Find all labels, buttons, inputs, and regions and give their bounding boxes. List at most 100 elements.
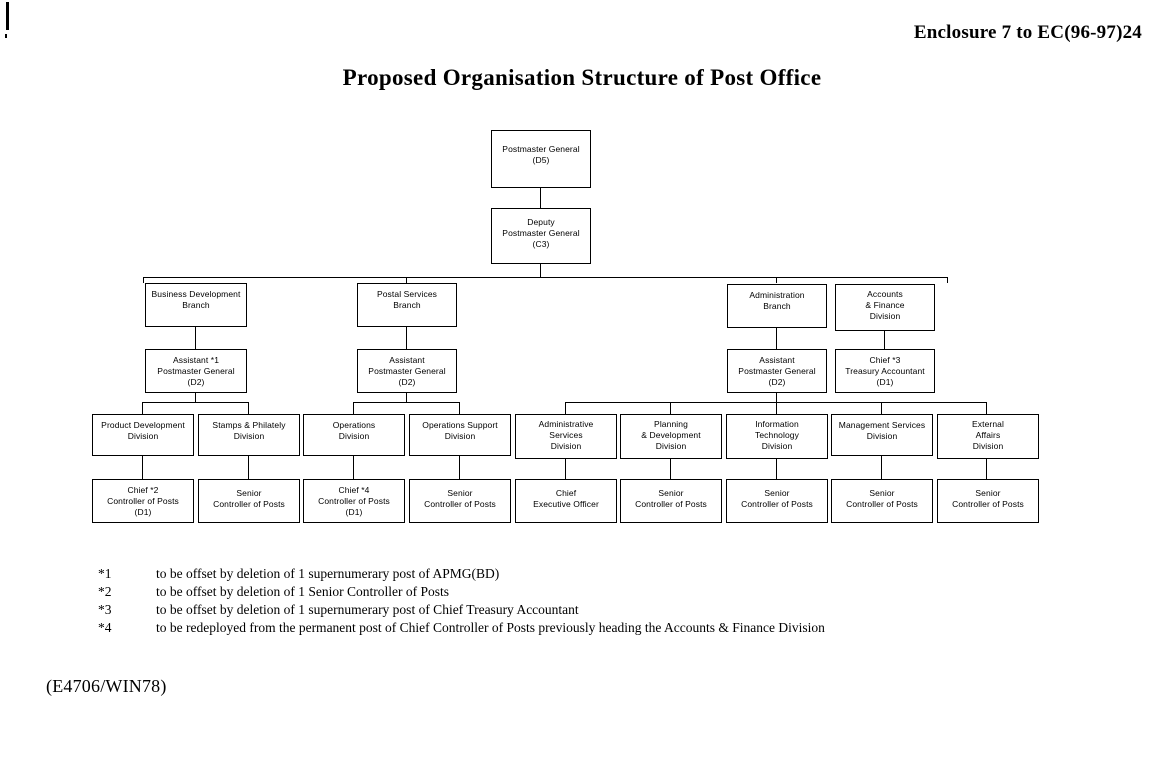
node-line: Deputy	[527, 217, 555, 227]
node-line: (D2)	[398, 377, 416, 387]
scan-artifact-secondary	[5, 34, 7, 38]
node-line: External	[972, 419, 1004, 429]
node-line: (D2)	[187, 377, 205, 387]
node-senior-controller-posts-2: Senior Controller of Posts	[409, 479, 511, 523]
node-postal-services-branch: Postal Services Branch	[357, 283, 457, 327]
connector-bus-administrative-services	[565, 402, 567, 414]
node-apmg-administration: Assistant Postmaster General (D2)	[727, 349, 827, 393]
connector-bus-administration	[776, 277, 778, 283]
node-chief-controller-posts-2: Chief *2 Controller of Posts (D1)	[92, 479, 194, 523]
node-line: (D2)	[768, 377, 786, 387]
node-line: (D1)	[876, 377, 894, 387]
node-line: Affairs	[975, 430, 1001, 440]
footnote-row: *1 to be offset by deletion of 1 supernu…	[98, 565, 1098, 583]
footnote-row: *3 to be offset by deletion of 1 supernu…	[98, 601, 1098, 619]
node-administration-branch: Administration Branch	[727, 284, 827, 328]
node-line: Branch	[763, 301, 791, 311]
connector-apmg-admin-bus	[776, 393, 778, 403]
connector-bus-management-services	[881, 402, 883, 414]
node-line: Postmaster General	[502, 144, 580, 154]
connector-bus-external-affairs	[986, 402, 988, 414]
node-line: (D1)	[134, 507, 152, 517]
connector-operations-support-post	[459, 456, 461, 479]
connector-apmg-ps-bus	[406, 393, 408, 403]
footnote-text: to be redeployed from the permanent post…	[156, 620, 825, 635]
connector-operations-post	[353, 456, 355, 479]
node-line: Treasury Accountant	[845, 366, 925, 376]
org-chart: Postmaster General (D5) Deputy Postmaste…	[92, 130, 1039, 523]
node-line: Executive Officer	[533, 499, 599, 509]
node-line: (C3)	[532, 239, 550, 249]
node-senior-controller-posts-6: Senior Controller of Posts	[937, 479, 1039, 523]
node-business-development-branch: Business Development Branch	[145, 283, 247, 327]
node-line: Postmaster General	[738, 366, 816, 376]
node-line: Division	[233, 431, 265, 441]
connector-bus-business-development	[143, 277, 145, 283]
node-line: Division	[972, 441, 1004, 451]
node-line: (D1)	[345, 507, 363, 517]
node-line: Product Development	[101, 420, 185, 430]
bus-bd-divisions	[142, 402, 249, 404]
node-line: Division	[127, 431, 159, 441]
node-postmaster-general: Postmaster General (D5)	[491, 130, 591, 188]
node-line: Postmaster General	[157, 366, 235, 376]
node-line: Controller of Posts	[952, 499, 1024, 509]
node-line: Chief *3	[869, 355, 901, 365]
node-senior-controller-posts-3: Senior Controller of Posts	[620, 479, 722, 523]
node-line: Chief *2	[127, 485, 159, 495]
connector-pmg-dpmg	[540, 188, 542, 208]
footnotes-list: *1 to be offset by deletion of 1 supernu…	[98, 565, 1098, 637]
node-line: Assistant	[759, 355, 795, 365]
connector-information-technology-post	[776, 459, 778, 479]
node-operations-division: Operations Division	[303, 414, 405, 456]
node-line: Chief *4	[338, 485, 370, 495]
connector-planning-development-post	[670, 459, 672, 479]
node-line: Senior	[236, 488, 262, 498]
bus-branch-level	[143, 277, 948, 279]
node-line: Management Services	[838, 420, 926, 430]
connector-bus-postal-services	[406, 277, 408, 283]
node-line: Division	[338, 431, 370, 441]
node-line: Senior	[447, 488, 473, 498]
connector-management-services-post	[881, 456, 883, 479]
node-line: Controller of Posts	[107, 496, 179, 506]
node-line: Services	[549, 430, 583, 440]
page-title: Proposed Organisation Structure of Post …	[342, 65, 822, 90]
connector-apmg-bd-bus	[195, 393, 197, 403]
node-line: Information	[755, 419, 799, 429]
node-line: Operations Support	[422, 420, 498, 430]
connector-external-affairs-post	[986, 459, 988, 479]
node-administrative-services-division: Administrative Services Division	[515, 414, 617, 459]
node-line: Senior	[869, 488, 895, 498]
connector-bus-operations	[353, 402, 355, 414]
bus-ps-divisions	[353, 402, 460, 404]
node-line: Business Development	[151, 289, 241, 299]
node-line: & Development	[641, 430, 701, 440]
node-line: Assistant *1	[172, 355, 220, 365]
node-line: Division	[869, 311, 901, 321]
node-line: Division	[550, 441, 582, 451]
node-apmg-business-development: Assistant *1 Postmaster General (D2)	[145, 349, 247, 393]
connector-bus-accounts-finance	[947, 277, 949, 283]
node-chief-controller-posts-4: Chief *4 Controller of Posts (D1)	[303, 479, 405, 523]
footnote-text: to be offset by deletion of 1 supernumer…	[156, 602, 579, 617]
footnote-marker: *4	[98, 620, 112, 635]
node-planning-development-division: Planning & Development Division	[620, 414, 722, 459]
node-operations-support-division: Operations Support Division	[409, 414, 511, 456]
node-line: Division	[655, 441, 687, 451]
scan-artifact	[6, 2, 9, 30]
node-line: Controller of Posts	[424, 499, 496, 509]
footnote-text: to be offset by deletion of 1 supernumer…	[156, 566, 500, 581]
node-product-development-division: Product Development Division	[92, 414, 194, 456]
connector-accounts-chief-treasury	[884, 331, 886, 349]
connector-bd-branch-apmg	[195, 327, 197, 349]
node-line: Controller of Posts	[741, 499, 813, 509]
connector-bus-product-development	[142, 402, 144, 414]
node-line: Branch	[393, 300, 421, 310]
node-line: Postal Services	[376, 289, 438, 299]
connector-dpmg-bus	[540, 264, 542, 278]
node-line: Controller of Posts	[318, 496, 390, 506]
node-line: Technology	[754, 430, 799, 440]
footnote-row: *2 to be offset by deletion of 1 Senior …	[98, 583, 1098, 601]
